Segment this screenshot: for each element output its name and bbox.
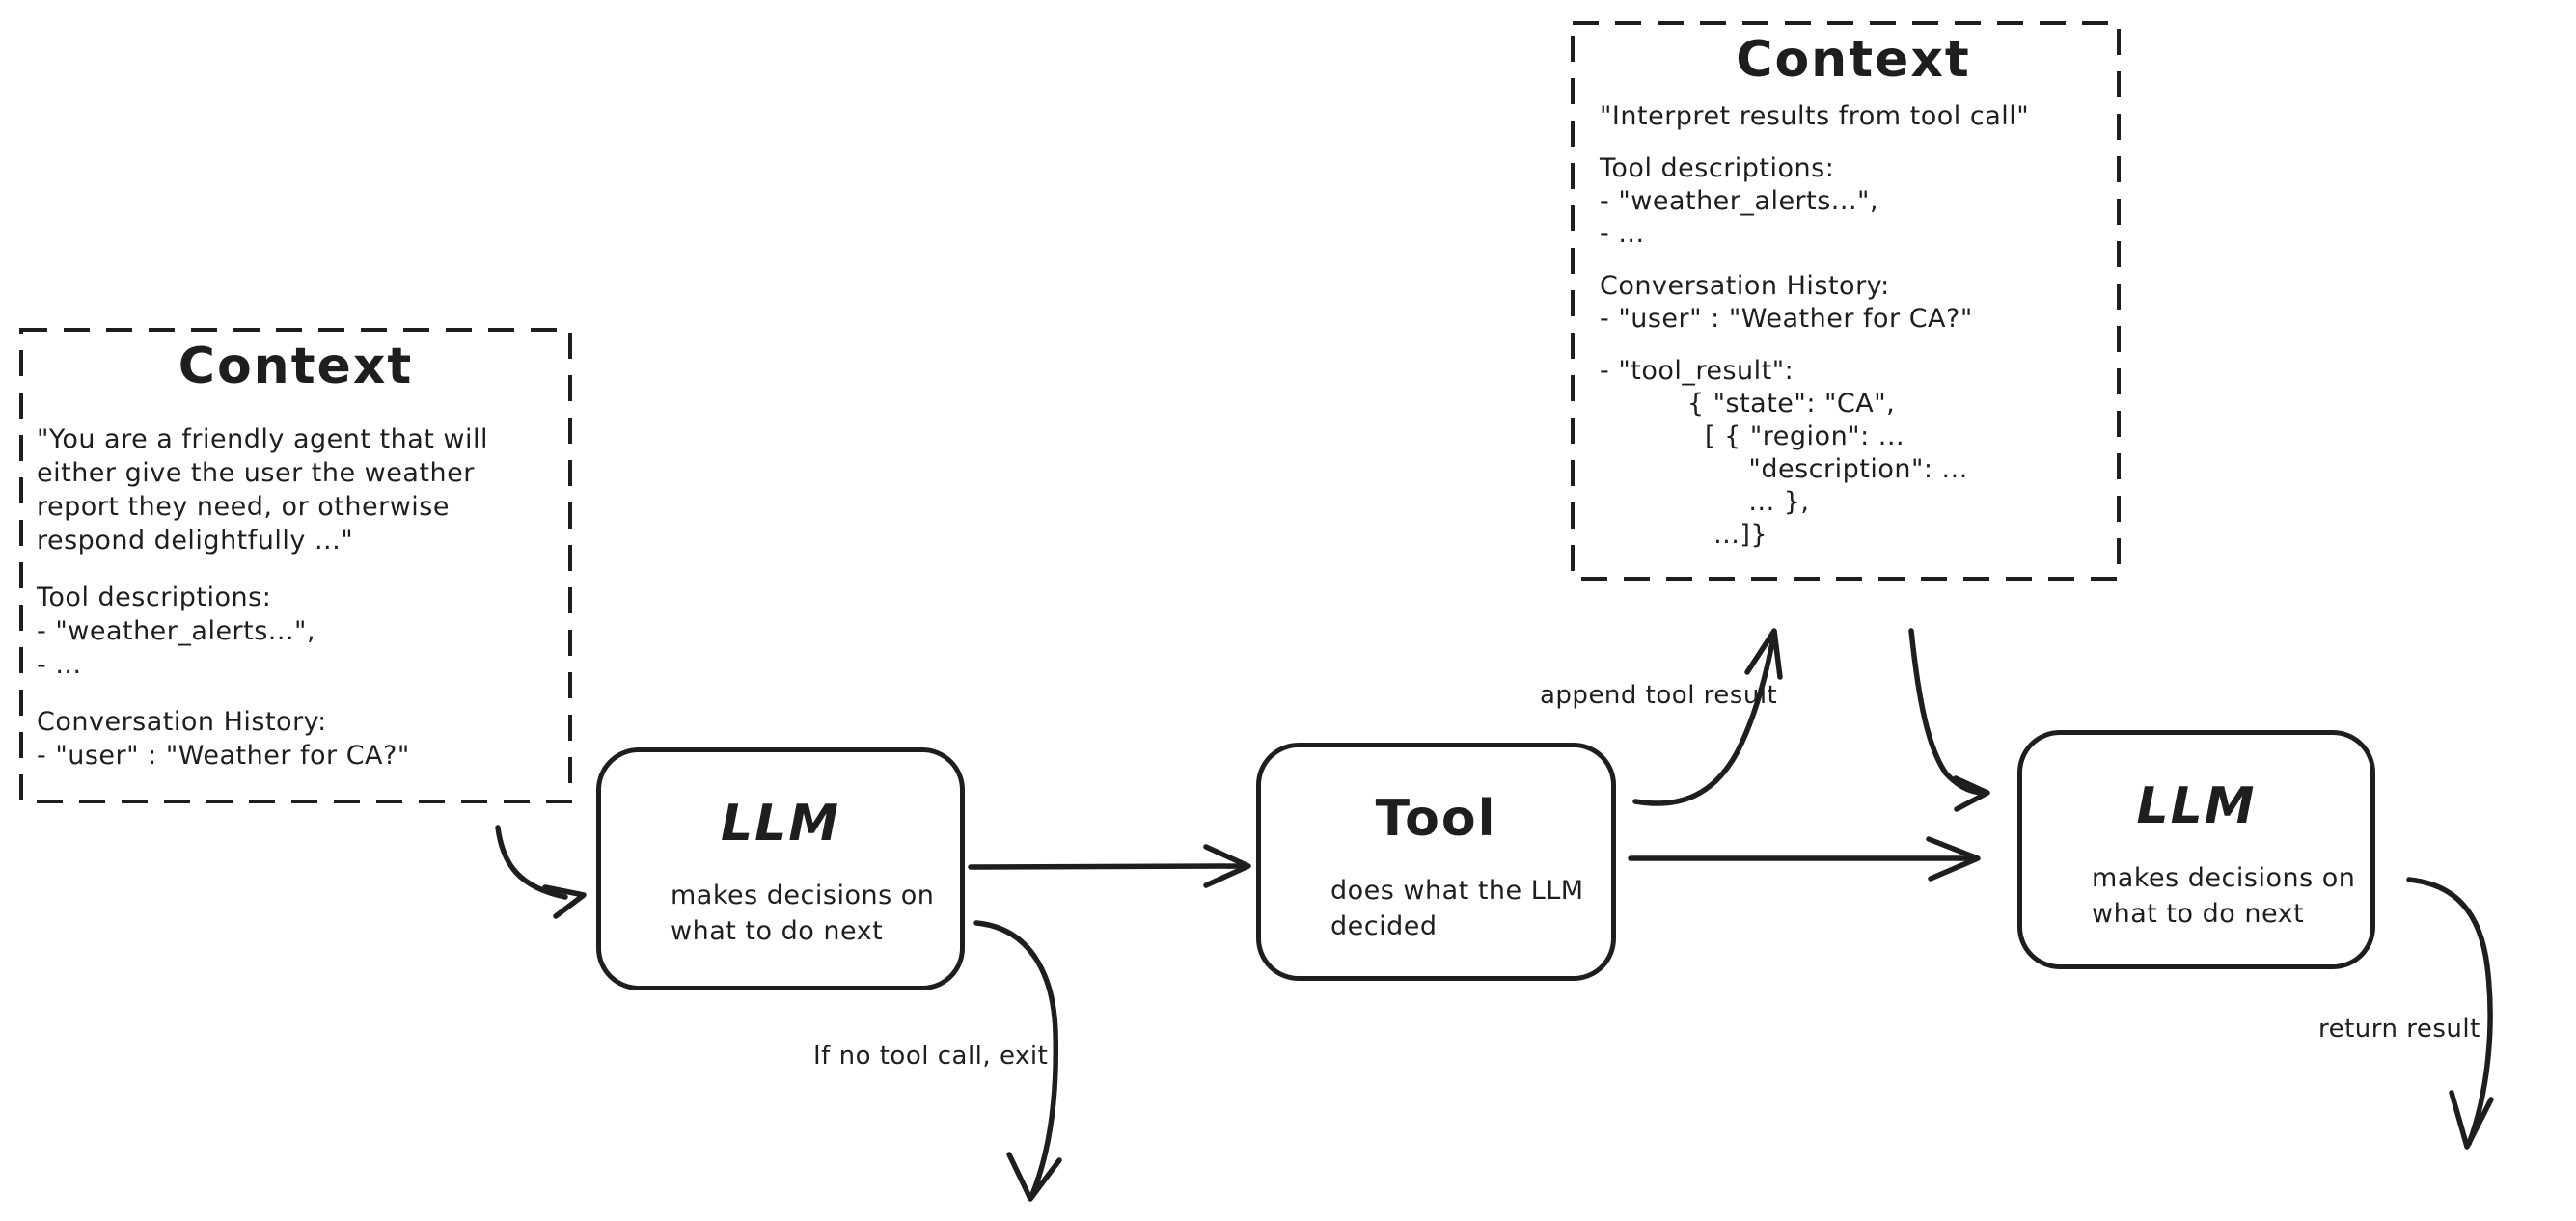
context2-box: Context "Interpret results from tool cal… — [1571, 21, 2121, 581]
arrow-tool-to-context2-head — [1744, 628, 1783, 680]
tool-subtitle: does what the LLM decided — [1330, 876, 1584, 941]
context2-border — [1571, 21, 2121, 581]
tool-node: Tool does what the LLM decided — [1256, 743, 1616, 981]
label-no-tool-call-exit: If no tool call, exit — [813, 1042, 1049, 1071]
label-append-tool-result: append tool result — [1540, 681, 1778, 710]
context1-box: Context "You are a friendly agent that w… — [19, 328, 572, 803]
arrow-context2-to-llm2-head — [1953, 775, 1990, 812]
llm2-node: LLM makes decisions on what to do next — [2017, 730, 2375, 969]
context1-tool-descriptions: Tool descriptions: - "weather_alerts..."… — [37, 583, 316, 680]
context1-system-prompt: "You are a friendly agent that will eith… — [37, 424, 489, 556]
context2-tool-result: - "tool_result": { "state": "CA", [ { "r… — [1600, 356, 1968, 550]
context1-conversation-history: Conversation History: - "user" : "Weathe… — [37, 707, 410, 771]
context1-border — [19, 328, 572, 803]
arrow-llm1-exit — [973, 920, 1059, 1200]
context1-title: Context — [178, 338, 414, 395]
context2-instruction: "Interpret results from tool call" — [1600, 101, 2030, 131]
context2-tool-descriptions: Tool descriptions: - "weather_alerts..."… — [1600, 153, 1879, 249]
arrow-context1-to-llm1 — [495, 825, 568, 900]
context2-conversation-history: Conversation History: - "user" : "Weathe… — [1600, 271, 1973, 334]
llm1-node: LLM makes decisions on what to do next — [596, 747, 965, 990]
llm2-subtitle: makes decisions on what to do next — [2092, 863, 2356, 929]
label-return-result: return result — [2318, 1015, 2480, 1044]
arrow-context2-to-llm2 — [1908, 628, 1987, 796]
arrow-context1-to-llm1-head — [542, 884, 587, 919]
llm1-title: LLM — [720, 795, 840, 853]
arrow-llm1-exit-head — [1006, 1152, 1062, 1202]
tool-title: Tool — [1375, 790, 1497, 848]
llm2-title: LLM — [2136, 777, 2257, 835]
arrow-llm1-to-tool — [968, 863, 1246, 870]
context2-title: Context — [1736, 31, 1971, 89]
arrow-tool-to-context2 — [1632, 630, 1777, 806]
arrow-tool-to-llm2-head — [1926, 836, 1981, 882]
arrow-llm2-return — [2406, 877, 2493, 1147]
llm1-subtitle: makes decisions on what to do next — [671, 881, 935, 946]
arrow-llm2-return-head — [2449, 1090, 2494, 1150]
arrow-llm1-to-tool-head — [1203, 844, 1251, 888]
